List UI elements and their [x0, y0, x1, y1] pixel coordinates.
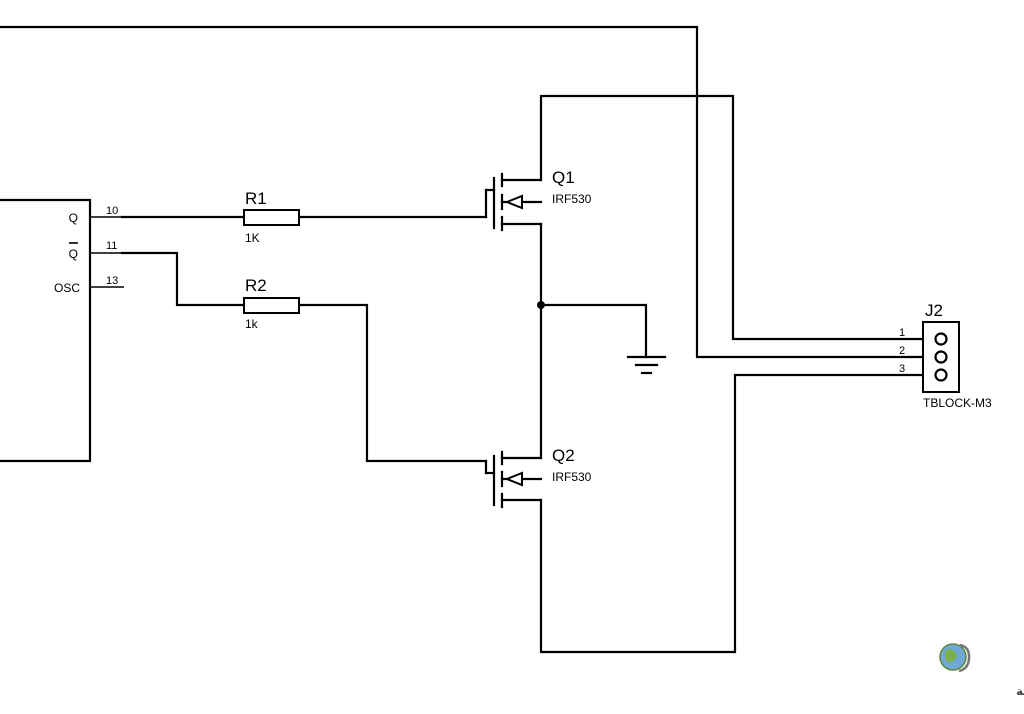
resistor-r2: R2 1k — [243, 276, 300, 331]
logo-arc-icon — [958, 643, 971, 673]
j2-terminal-3-icon — [934, 368, 948, 382]
j2-pin-label-2: 2 — [899, 345, 905, 357]
watermark-text: القرية الالكترونية — [1016, 684, 1024, 699]
connector-j2-part: TBLOCK-M3 — [923, 396, 992, 410]
ic-u1: Q Q OSC 10 11 13 — [0, 198, 124, 463]
ic-pin-name-osc: OSC — [54, 281, 80, 295]
resistor-r1: R1 1K — [243, 189, 300, 245]
watermark-logo: القرية الالكترونية — [939, 643, 1024, 699]
j2-pin-label-1: 1 — [899, 327, 905, 339]
resistor-r2-value: 1k — [245, 317, 259, 331]
connector-j2: 1 2 3 J2 TBLOCK-M3 — [899, 301, 992, 410]
wire-to-ground — [539, 303, 648, 359]
ic-pin-number-13: 13 — [106, 275, 118, 287]
q2-part: IRF530 — [552, 470, 592, 484]
resistor-r1-ref: R1 — [245, 189, 267, 208]
j2-pin-label-3: 3 — [899, 363, 905, 375]
mosfet-q1: Q1 IRF530 — [484, 168, 592, 232]
ic-pin-number-10: 10 — [106, 205, 118, 217]
mosfet-q2: Q2 IRF530 — [484, 446, 592, 509]
wire-top-to-j2-pin2 — [0, 25, 924, 359]
j2-terminal-1-icon — [934, 332, 948, 346]
resistor-r1-body — [243, 209, 300, 226]
globe-land-icon — [945, 649, 957, 663]
q2-arrow-icon — [504, 471, 523, 487]
ic-body-outline — [0, 198, 92, 463]
q1-part: IRF530 — [552, 192, 592, 206]
ic-pin-name-q: Q — [69, 211, 78, 225]
wire-r2-to-q2-gate — [297, 303, 488, 463]
q2-ref: Q2 — [552, 446, 575, 465]
q1-ref: Q1 — [552, 168, 575, 187]
resistor-r2-body — [243, 297, 300, 314]
ic-pin-number-11: 11 — [106, 240, 117, 252]
ground-symbol-icon — [539, 303, 667, 375]
wire-q2-drain-to-j2-pin3 — [539, 373, 924, 654]
wire-q1-drain-to-j2-pin1 — [539, 94, 924, 341]
wire-qbar-to-r2 — [120, 251, 246, 307]
ic-pin-name-qbar: Q — [69, 247, 78, 261]
j2-terminal-2-icon — [934, 350, 948, 364]
resistor-r2-ref: R2 — [245, 276, 267, 295]
resistor-r1-value: 1K — [245, 231, 260, 245]
q1-arrow-icon — [504, 194, 523, 210]
connector-j2-ref: J2 — [925, 301, 943, 320]
